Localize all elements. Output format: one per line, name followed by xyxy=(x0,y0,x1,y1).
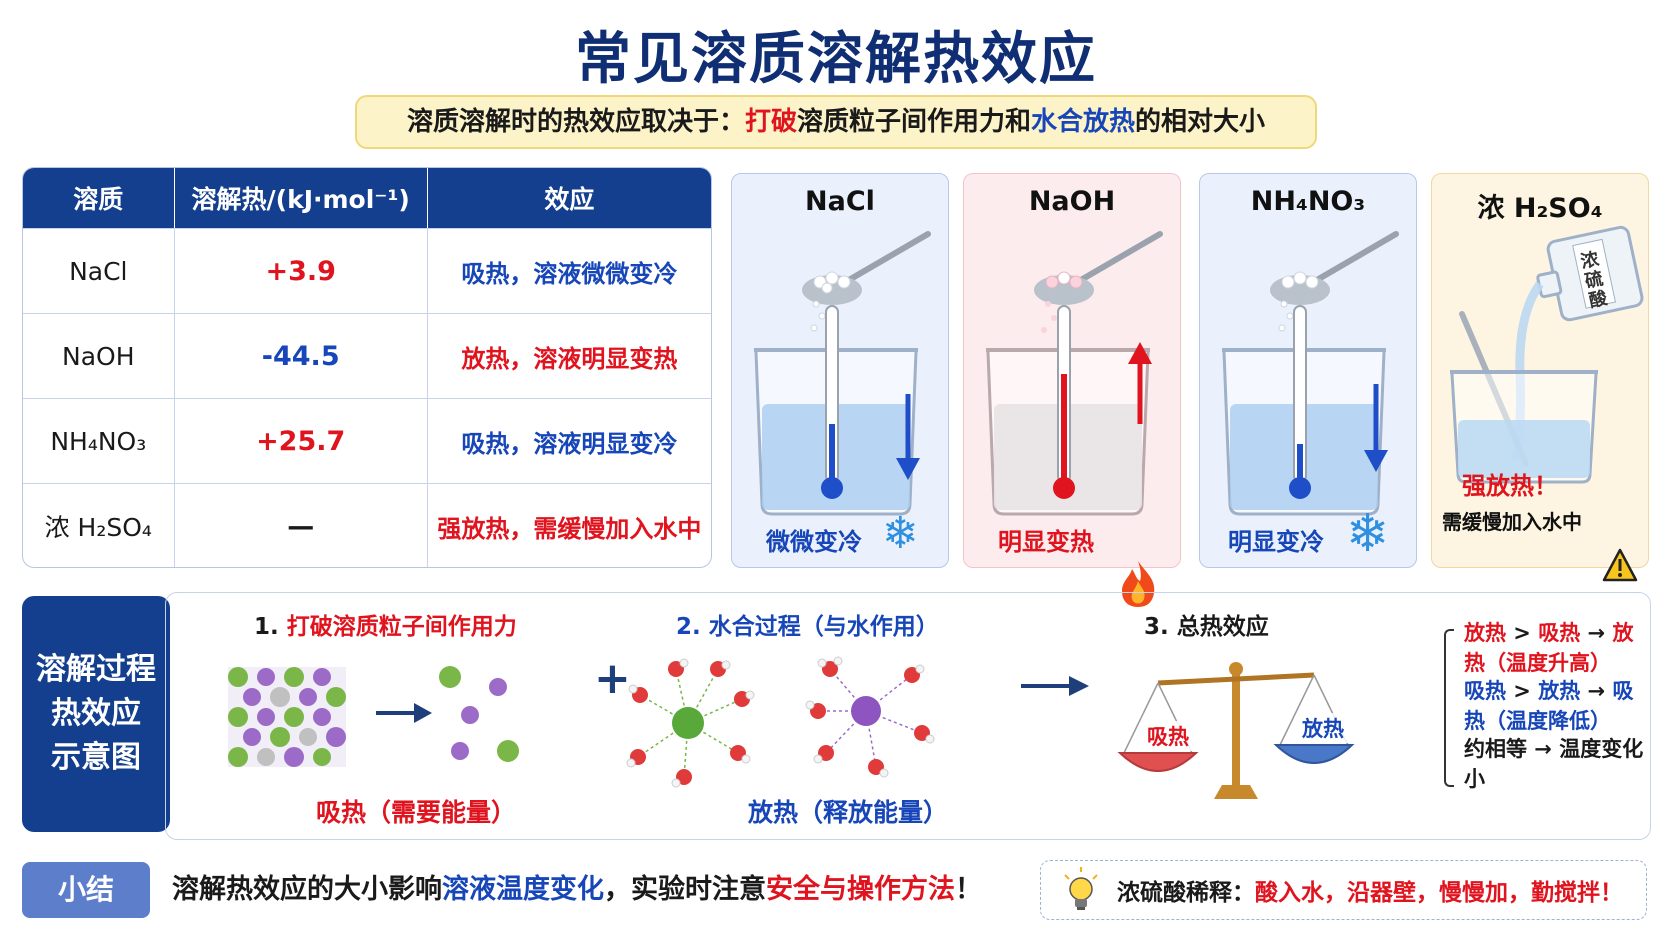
step3-title: 3. 总热效应 xyxy=(1144,614,1269,640)
card-title: NaCl xyxy=(805,186,875,217)
step2-caption: 放热（释放能量） xyxy=(748,798,949,827)
table-row: 浓 H₂SO₄ — 强放热，需缓慢加入水中 xyxy=(23,483,711,567)
card-nacl: NaCl 微微变冷 ❄ xyxy=(731,173,949,568)
balance-scale-illustration xyxy=(1117,662,1355,799)
process-tag: 溶解过程 热效应 示意图 xyxy=(22,596,170,832)
r1-op: > xyxy=(1506,621,1539,645)
subtitle-pre: 溶质溶解时的热效应取决于： xyxy=(406,107,745,137)
card-h2so4: 浓 H₂SO₄ 浓硫酸 强放热！ 需缓慢加入水中 xyxy=(1431,173,1649,582)
table-row: NH₄NO₃ +25.7 吸热，溶液明显变冷 xyxy=(23,398,711,483)
cell-solute: NH₄NO₃ xyxy=(23,399,175,483)
beaker-h2so4-illustration xyxy=(1450,225,1644,484)
card-naoh: NaOH 明显变热 xyxy=(963,173,1181,607)
tip-label: 浓硫酸稀释： xyxy=(1117,880,1255,906)
r2-arrow: → xyxy=(1580,679,1613,703)
cell-effect: 吸热，溶液微微变冷 xyxy=(461,259,678,288)
result-line-3: 约相等 → 温度变化小 xyxy=(1464,737,1644,791)
beaker-naoh-illustration xyxy=(986,231,1163,516)
process-tag-line: 热效应 xyxy=(51,696,141,731)
table-row: NaCl +3.9 吸热，溶液微微变冷 xyxy=(23,228,711,313)
summary-red: 安全与操作方法 xyxy=(766,874,955,905)
card-label: 明显变热 xyxy=(998,528,1094,556)
plus-sign: + xyxy=(594,653,631,704)
bracket xyxy=(1444,629,1454,787)
r2-b: 放热 xyxy=(1538,679,1581,703)
result-line-2: 吸热 > 放热 → 吸热（温度降低） xyxy=(1464,675,1650,735)
subtitle-mid: 溶质粒子间作用力和 xyxy=(796,107,1031,137)
cell-effect: 吸热，溶液明显变冷 xyxy=(461,429,678,458)
right-pan-label: 放热 xyxy=(1298,713,1348,743)
card-label: 微微变冷 xyxy=(766,528,862,556)
left-pan-label: 吸热 xyxy=(1143,721,1193,751)
card-nh4no3: NH₄NO₃ 明显变冷 ❄ xyxy=(1199,173,1417,568)
cell-heat: — xyxy=(175,484,428,567)
heat-table: 溶质 溶解热/(kJ·mol⁻¹) 效应 NaCl +3.9 吸热，溶液微微变冷… xyxy=(22,167,712,568)
step1-title: 1. 打破溶质粒子间作用力 xyxy=(254,607,517,641)
subtitle-post: 的相对大小 xyxy=(1135,107,1266,137)
beaker-nh4no3-illustration xyxy=(1222,231,1399,516)
process-tag-line: 示意图 xyxy=(51,740,141,775)
snowflake-icon: ❄ xyxy=(882,508,919,559)
lightbulb-icon xyxy=(1061,867,1101,913)
r2-a: 吸热 xyxy=(1464,679,1506,703)
cell-solute: NaCl xyxy=(23,229,175,313)
cell-heat: +25.7 xyxy=(175,399,428,483)
table-row: NaOH -44.5 放热，溶液明显变热 xyxy=(23,313,711,398)
header-solute: 溶质 xyxy=(23,168,175,228)
summary-blue: 溶液温度变化 xyxy=(442,874,604,905)
r1-a: 放热 xyxy=(1464,621,1506,645)
header-heat: 溶解热/(kJ·mol⁻¹) xyxy=(175,168,428,228)
card-label: 强放热！ xyxy=(1462,472,1558,500)
hydration-illustration xyxy=(626,656,935,788)
r1-b: 吸热 xyxy=(1538,621,1581,645)
snowflake-icon: ❄ xyxy=(1346,504,1390,564)
cell-heat: -44.5 xyxy=(175,314,428,398)
step1-title-text: 打破溶质粒子间作用力 xyxy=(286,614,517,640)
summary-tag: 小结 xyxy=(22,862,150,918)
crystal-lattice-illustration xyxy=(228,666,519,767)
card-title: NH₄NO₃ xyxy=(1250,186,1366,217)
summary-text: 溶解热效应的大小影响溶液温度变化，实验时注意安全与操作方法！ xyxy=(172,868,982,912)
summary-pre: 溶解热效应的大小影响 xyxy=(172,874,442,905)
process-tag-line: 溶解过程 xyxy=(36,652,156,687)
r1-arrow: → xyxy=(1580,621,1613,645)
process-panel: 1. 打破溶质粒子间作用力 吸热（需要能量） + 2. 水合过程（与水作用） xyxy=(165,592,1651,840)
fire-icon xyxy=(1116,509,1160,607)
summary-mid: ，实验时注意 xyxy=(604,874,766,905)
safety-tip-text: 浓硫酸稀释：酸入水，沿器壁，慢慢加，勤搅拌！ xyxy=(1117,873,1623,907)
subtitle-red: 打破 xyxy=(744,107,797,137)
summary-post: ！ xyxy=(955,874,982,905)
cell-effect: 强放热，需缓慢加入水中 xyxy=(437,514,702,543)
card-label-2: 需缓慢加入水中 xyxy=(1442,510,1582,534)
cell-solute: 浓 H₂SO₄ xyxy=(23,484,175,567)
header-effect: 效应 xyxy=(544,185,595,214)
step2-title: 2. 水合过程（与水作用） xyxy=(676,614,939,640)
card-title: 浓 H₂SO₄ xyxy=(1477,193,1603,224)
step1-caption: 吸热（需要能量） xyxy=(316,798,517,827)
card-label: 明显变冷 xyxy=(1228,528,1324,556)
r1-res: 放热（温度升高） xyxy=(1464,621,1634,675)
subtitle-blue: 水合放热 xyxy=(1031,107,1136,137)
card-title: NaOH xyxy=(1028,186,1116,217)
safety-tip-box: 浓硫酸稀释：酸入水，沿器壁，慢慢加，勤搅拌！ xyxy=(1040,860,1647,920)
result-line-1: 放热 > 吸热 → 放热（温度升高） xyxy=(1464,617,1650,677)
r2-op: > xyxy=(1506,679,1539,703)
r2-res: 吸热（温度降低） xyxy=(1464,679,1634,733)
arrow-icon xyxy=(1021,676,1089,696)
cell-effect: 放热，溶液明显变热 xyxy=(461,344,678,373)
cell-heat: +3.9 xyxy=(175,229,428,313)
tip-red: 酸入水，沿器壁，慢慢加，勤搅拌！ xyxy=(1255,880,1623,906)
warning-icon xyxy=(1602,498,1638,582)
subtitle-banner: 溶质溶解时的热效应取决于：打破溶质粒子间作用力和水合放热的相对大小 xyxy=(355,95,1317,149)
page-title: 常见溶质溶解热效应 xyxy=(575,27,1097,92)
cell-solute: NaOH xyxy=(23,314,175,398)
beaker-nacl-illustration xyxy=(754,231,931,516)
table-header: 溶质 溶解热/(kJ·mol⁻¹) 效应 xyxy=(23,168,711,228)
step1-num: 1. xyxy=(254,614,287,640)
